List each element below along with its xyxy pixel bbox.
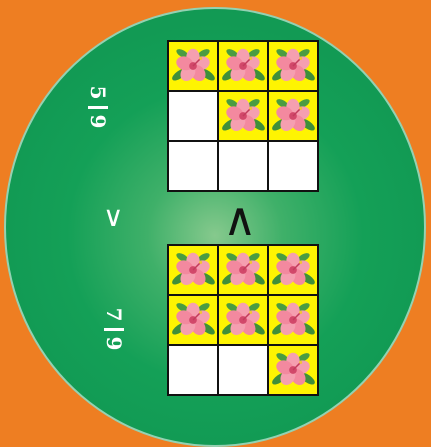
bottom-cell-6[interactable] [269,296,317,344]
top-denominator: 9 [88,115,108,129]
top-cell-3[interactable] [269,42,317,90]
top-cell-1[interactable] [169,42,217,90]
top-cell-4[interactable] [169,92,217,140]
bottom-fraction-label: 7 9 [103,299,125,359]
bottom-cell-1[interactable] [169,246,217,294]
bottom-cell-5[interactable] [219,296,267,344]
top-cell-6[interactable] [269,92,317,140]
bottom-numerator: 7 [104,308,124,322]
comparison-sign[interactable]: ∧ [223,196,257,242]
top-cell-8[interactable] [219,142,267,190]
top-cell-9[interactable] [269,142,317,190]
bottom-cell-7[interactable] [169,346,217,394]
bottom-cell-3[interactable] [269,246,317,294]
top-fraction-bar [88,106,108,109]
top-fraction-label: 5 9 [87,77,109,137]
bottom-cell-9[interactable] [269,346,317,394]
bottom-cell-4[interactable] [169,296,217,344]
top-numerator: 5 [88,86,108,100]
top-cell-2[interactable] [219,42,267,90]
bottom-fraction-grid [167,244,319,396]
bottom-fraction-bar [104,328,124,331]
top-fraction-grid [167,40,319,192]
top-cell-5[interactable] [219,92,267,140]
bottom-cell-2[interactable] [219,246,267,294]
bottom-denominator: 9 [104,337,124,351]
comparison-sign-left[interactable]: ∨ [103,203,124,231]
top-cell-7[interactable] [169,142,217,190]
bottom-cell-8[interactable] [219,346,267,394]
